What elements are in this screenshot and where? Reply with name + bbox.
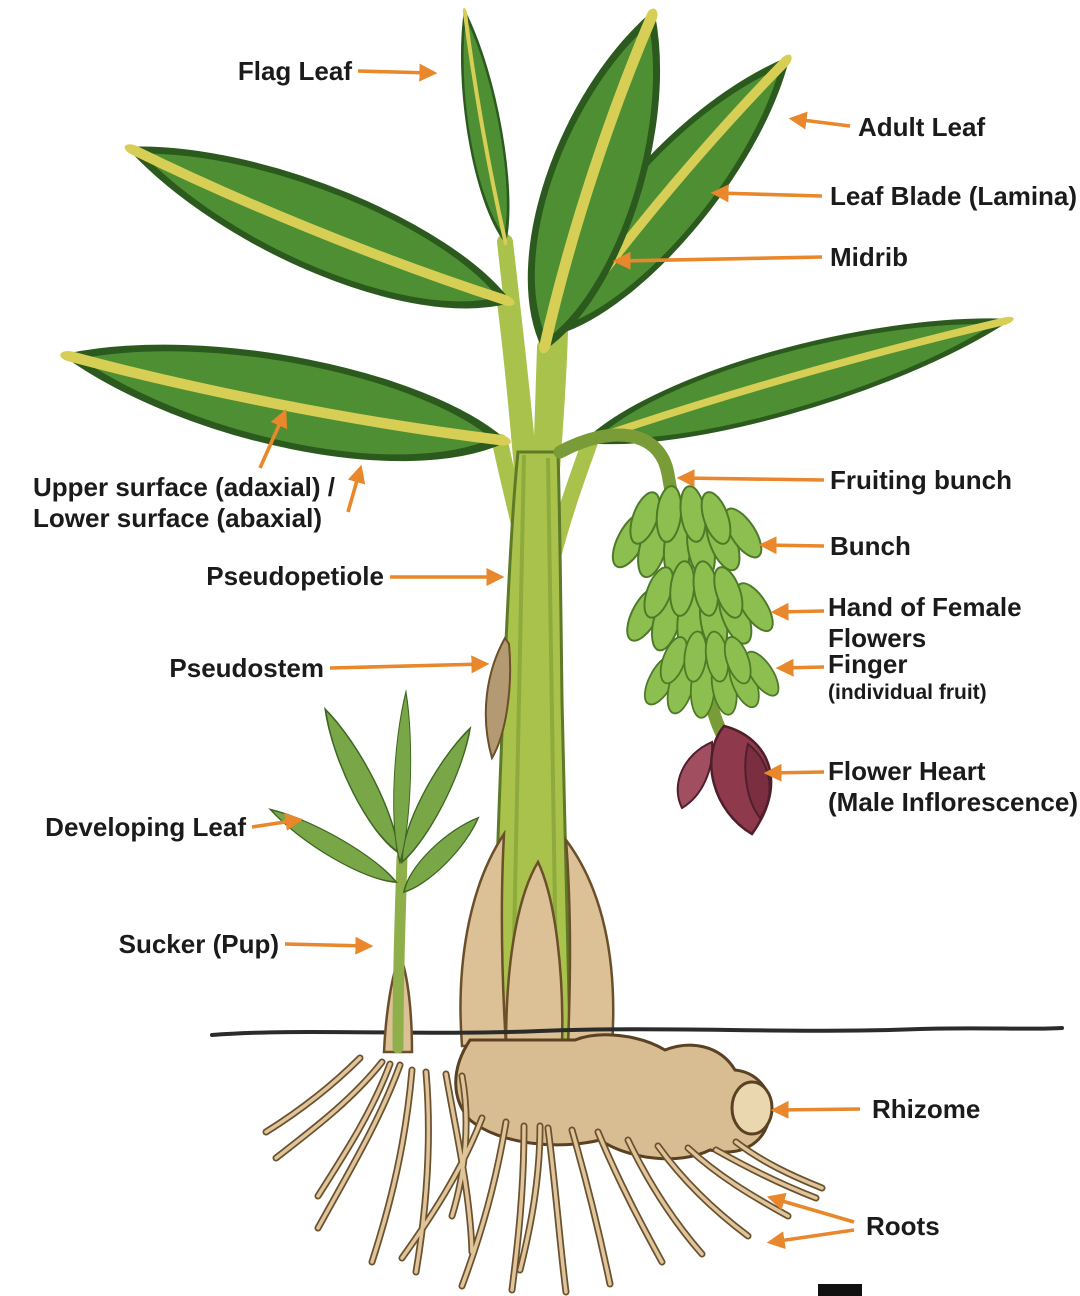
- arrow-sucker: [284, 936, 374, 955]
- label-hand-line1: Hand of Female: [828, 592, 1022, 622]
- arrow-hand: [770, 602, 825, 621]
- label-flower-heart-line2: (Male Inflorescence): [828, 787, 1078, 817]
- pseudostem-shape: [484, 450, 572, 1044]
- label-flower-heart: Flower Heart (Male Inflorescence): [828, 756, 1078, 818]
- arrow-upper-surface: [258, 409, 288, 469]
- label-developing-leaf: Developing Leaf: [45, 812, 246, 843]
- label-finger-subtext: (individual fruit): [828, 681, 987, 704]
- label-midrib-text: Midrib: [830, 242, 908, 272]
- label-roots-text: Roots: [866, 1211, 940, 1241]
- label-midrib: Midrib: [830, 242, 908, 273]
- label-finger: Finger (individual fruit): [828, 649, 987, 706]
- label-fruiting-bunch-text: Fruiting bunch: [830, 465, 1012, 495]
- label-flag-leaf-text: Flag Leaf: [237, 56, 352, 86]
- label-surfaces-line2: Lower surface (abaxial): [33, 503, 322, 533]
- label-roots: Roots: [866, 1211, 940, 1242]
- label-flag-leaf: Flag Leaf: [238, 56, 352, 87]
- arrow-pseudostem: [329, 655, 490, 674]
- label-surfaces: Upper surface (adaxial) / Lower surface …: [33, 472, 335, 534]
- label-sucker: Sucker (Pup): [119, 929, 279, 960]
- rhizome-shape: [454, 1033, 774, 1161]
- arrow-fruiting-bunch: [676, 469, 825, 488]
- label-hand-of-female-flowers: Hand of Female Flowers: [828, 592, 1022, 654]
- fruit-bunch-shape: [553, 428, 786, 745]
- label-leaf-blade-text: Leaf Blade (Lamina): [830, 181, 1078, 211]
- label-rhizome-text: Rhizome: [872, 1094, 981, 1124]
- arrow-adult-leaf: [788, 111, 851, 130]
- label-adult-leaf-text: Adult Leaf: [858, 112, 986, 142]
- flag-leaf-shape: [448, 11, 520, 243]
- arrow-finger: [775, 658, 825, 677]
- arrow-lower-surface: [346, 464, 366, 513]
- label-pseudopetiole-text: Pseudopetiole: [206, 561, 384, 591]
- ground-line: [210, 1026, 1064, 1037]
- label-pseudopetiole: Pseudopetiole: [206, 561, 384, 592]
- label-surfaces-line1: Upper surface (adaxial) /: [33, 472, 335, 502]
- label-rhizome: Rhizome: [872, 1094, 980, 1125]
- label-bunch: Bunch: [830, 531, 911, 562]
- arrow-bunch: [758, 536, 825, 555]
- label-flower-heart-line1: Flower Heart: [828, 756, 986, 786]
- arrow-flower-heart: [763, 763, 825, 782]
- arrow-rhizome: [770, 1100, 861, 1119]
- flower-heart-shape: [676, 724, 773, 836]
- label-fruiting-bunch: Fruiting bunch: [830, 465, 1012, 496]
- label-developing-leaf-text: Developing Leaf: [45, 812, 246, 842]
- base-sheaths: [459, 829, 615, 1048]
- label-hand-line2: Flowers: [828, 623, 927, 653]
- arrows: [251, 63, 861, 1250]
- sucker-plant-shape: [263, 692, 486, 1054]
- arrow-roots-upper: [766, 1192, 855, 1224]
- arrow-midrib: [612, 251, 823, 270]
- label-leaf-blade: Leaf Blade (Lamina): [830, 181, 1077, 212]
- arrow-roots-lower: [766, 1228, 855, 1250]
- arrow-flag-leaf: [357, 63, 438, 82]
- label-pseudostem-text: Pseudostem: [169, 653, 324, 683]
- arrow-developing-leaf: [251, 812, 304, 831]
- label-pseudostem: Pseudostem: [169, 653, 324, 684]
- label-bunch-text: Bunch: [830, 531, 911, 561]
- label-adult-leaf: Adult Leaf: [858, 112, 985, 143]
- label-sucker-text: Sucker (Pup): [118, 929, 279, 959]
- arrow-leaf-blade: [710, 184, 823, 203]
- label-finger-text: Finger: [828, 649, 908, 679]
- bottom-crop-mark: [818, 1284, 862, 1296]
